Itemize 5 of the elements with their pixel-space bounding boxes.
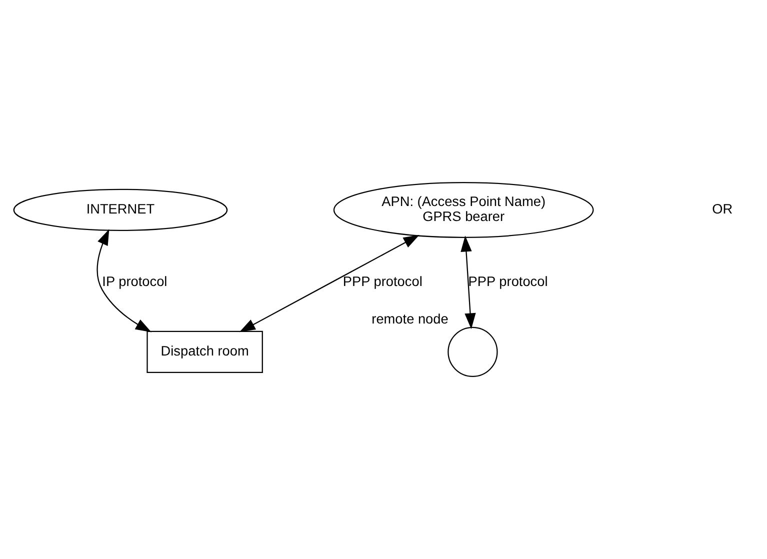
edge-label: IP protocol xyxy=(102,274,168,289)
edge-label: PPP protocol xyxy=(468,274,548,289)
label: OR xyxy=(712,202,733,216)
edge-label: PPP protocol xyxy=(342,274,422,289)
node-label: remote node xyxy=(372,312,448,327)
